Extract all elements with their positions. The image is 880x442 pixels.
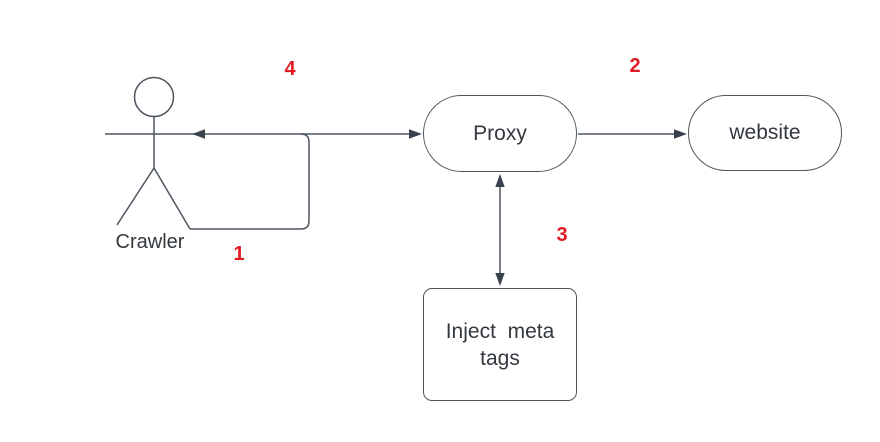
crawler-head <box>133 76 175 118</box>
step-label-1: 1 <box>233 243 245 265</box>
node-inject-label-line2: tags <box>480 346 520 370</box>
arrowhead-up-to-proxy <box>495 174 505 187</box>
crawler-right-leg <box>153 167 191 230</box>
node-inject-label-line1: Inject meta <box>445 319 555 343</box>
step-label-2: 2 <box>629 55 641 77</box>
node-proxy: Proxy <box>423 95 577 172</box>
node-proxy-label: Proxy <box>473 121 527 145</box>
step-label-4: 4 <box>284 58 296 80</box>
arrowhead-to-website <box>674 129 687 139</box>
crawler-left-leg <box>116 167 155 226</box>
arrowhead-to-crawler <box>192 129 205 139</box>
crawler-actor-figure <box>116 76 191 230</box>
arrowhead-to-proxy <box>409 129 422 139</box>
node-inject-meta-tags: Inject meta tags <box>423 288 577 401</box>
node-website: website <box>688 95 842 171</box>
step-label-3: 3 <box>556 224 568 246</box>
node-crawler-label: Crawler <box>115 231 185 253</box>
arrowhead-down-to-inject <box>495 273 505 286</box>
edge-1-elbow-path <box>190 133 310 230</box>
node-website-label: website <box>729 121 801 144</box>
